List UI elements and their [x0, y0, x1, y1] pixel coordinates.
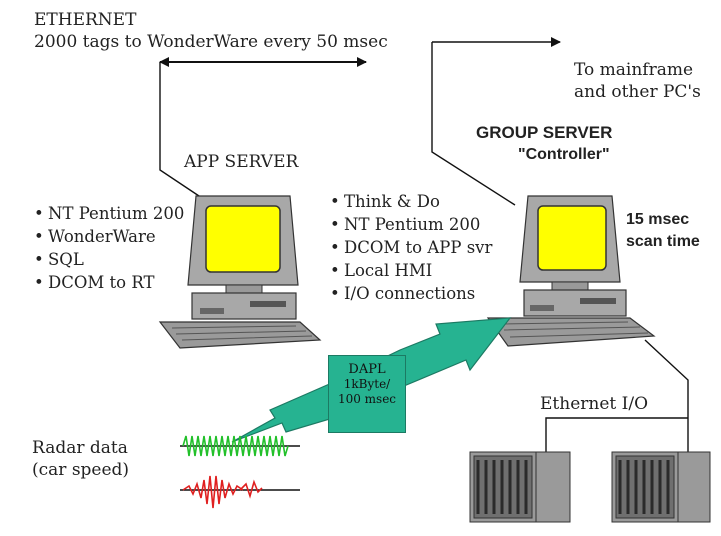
group-server-label: GROUP SERVER [476, 123, 613, 142]
scan-time-line1: 15 msec [626, 211, 690, 228]
dapl-box: DAPL 1kByte/ 100 msec [328, 355, 406, 433]
mainframe-link-line [431, 42, 516, 206]
app-server-bullet: SQL [34, 248, 184, 271]
group-server-bullet: Think & Do [330, 190, 492, 213]
dapl-line3: 100 msec [337, 392, 397, 406]
ethernet-io-bracket [545, 417, 688, 455]
dapl-line1: DAPL [348, 362, 386, 377]
app-server-keyboard [158, 321, 322, 349]
ethernet-subtitle: 2000 tags to WonderWare every 50 msec [34, 32, 388, 52]
group-server-screen [537, 205, 607, 271]
radar-label-line1: Radar data [32, 438, 128, 458]
io-rack-left [469, 451, 571, 523]
app-server-bullet: WonderWare [34, 225, 184, 248]
mainframe-label-line1: To mainframe [574, 60, 694, 80]
io-rack-right [611, 451, 711, 523]
radar-wave-red [182, 475, 263, 509]
app-server-label: APP SERVER [184, 152, 299, 172]
group-server-bullet: NT Pentium 200 [330, 213, 492, 236]
radar-label-line2: (car speed) [32, 460, 130, 480]
app-server-bullet: DCOM to RT [34, 271, 184, 294]
ethernet-io-link-line [644, 339, 689, 455]
app-server-computer [158, 195, 322, 349]
group-server-bullet: I/O connections [330, 282, 492, 305]
group-server-bullets: Think & Do NT Pentium 200 DCOM to APP sv… [330, 190, 492, 305]
group-server-bullet: DCOM to APP svr [330, 236, 492, 259]
app-server-bullet: NT Pentium 200 [34, 202, 184, 225]
group-server-computer [486, 195, 656, 347]
ethernet-title: ETHERNET [34, 10, 137, 30]
mainframe-label-line2: and other PC's [574, 82, 701, 102]
radar-waves [180, 435, 300, 509]
group-server-sublabel: "Controller" [518, 146, 610, 163]
dapl-line2: 1kByte/ [343, 377, 391, 391]
group-server-keyboard [486, 317, 656, 347]
scan-time-line2: scan time [626, 233, 700, 250]
app-server-bullets: NT Pentium 200 WonderWare SQL DCOM to RT [34, 202, 184, 294]
group-server-bullet: Local HMI [330, 259, 492, 282]
radar-wave-green [182, 435, 289, 457]
app-server-link-line [159, 62, 206, 201]
ethernet-io-label: Ethernet I/O [540, 394, 649, 414]
app-server-screen [205, 205, 281, 273]
